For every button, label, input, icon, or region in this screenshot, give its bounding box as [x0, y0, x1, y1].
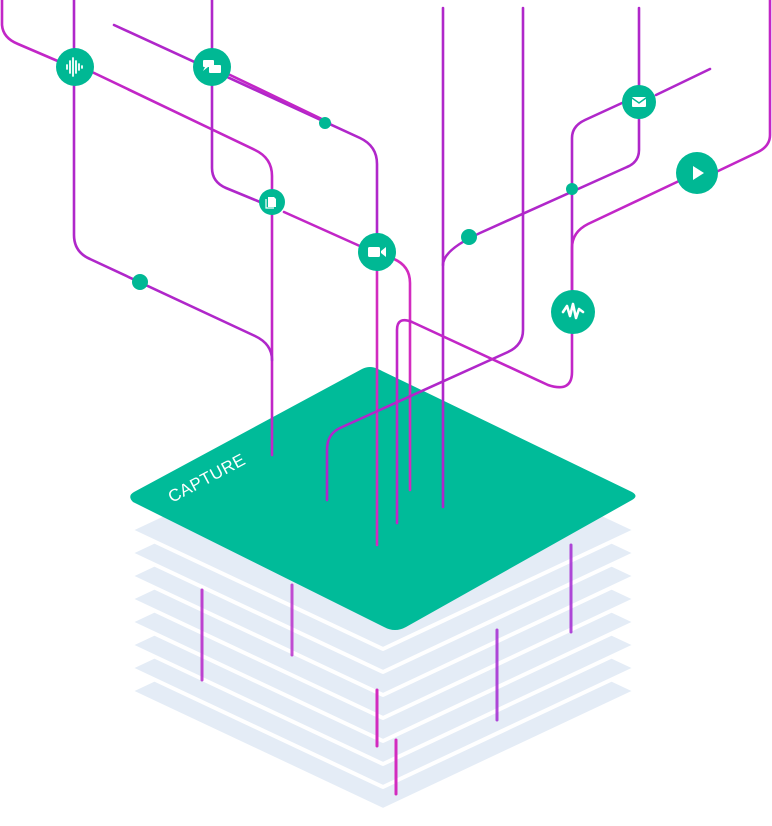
- video-camera-icon: [368, 247, 386, 257]
- video-camera-node: [358, 233, 396, 271]
- line-play-left: [570, 179, 681, 294]
- audio-waveform-node: [56, 48, 94, 86]
- dot-node-2: [319, 117, 331, 129]
- line-audio-vertical: [72, 0, 274, 362]
- audio-waveform-icon: [66, 57, 83, 77]
- play-icon: [693, 166, 704, 180]
- line-loop: [395, 318, 574, 525]
- line-doc-to-video: [282, 210, 364, 249]
- dot-node-1: [132, 274, 148, 290]
- line-chat-vertical: [210, 0, 262, 204]
- line-email-right: [654, 67, 712, 97]
- dot-nodes: [132, 117, 578, 290]
- chat-node: [193, 48, 231, 86]
- connector-lines: [0, 0, 772, 547]
- dot-node-3: [461, 229, 477, 245]
- chat-bubbles-icon: [203, 60, 221, 73]
- stack-top-face: [130, 367, 636, 630]
- signal-node: [551, 290, 595, 334]
- envelope-icon: [631, 97, 647, 107]
- line-right-column: [441, 6, 641, 267]
- line-video-right: [392, 257, 412, 492]
- inner-stack-lines: [200, 543, 573, 796]
- dot-node-4: [566, 183, 578, 195]
- document-icon: [265, 197, 276, 209]
- line-top-diagonal: [112, 23, 379, 237]
- document-node: [259, 189, 285, 215]
- line-audio-corner: [0, 0, 62, 64]
- signal-wave-icon: [561, 302, 585, 320]
- play-node: [676, 152, 718, 194]
- line-chat-right: [226, 72, 332, 125]
- email-node: [622, 85, 656, 119]
- line-center-vertical-b: [325, 6, 525, 502]
- line-signal-up: [570, 101, 624, 294]
- line-play: [714, 0, 772, 174]
- line-audio-right: [90, 70, 274, 457]
